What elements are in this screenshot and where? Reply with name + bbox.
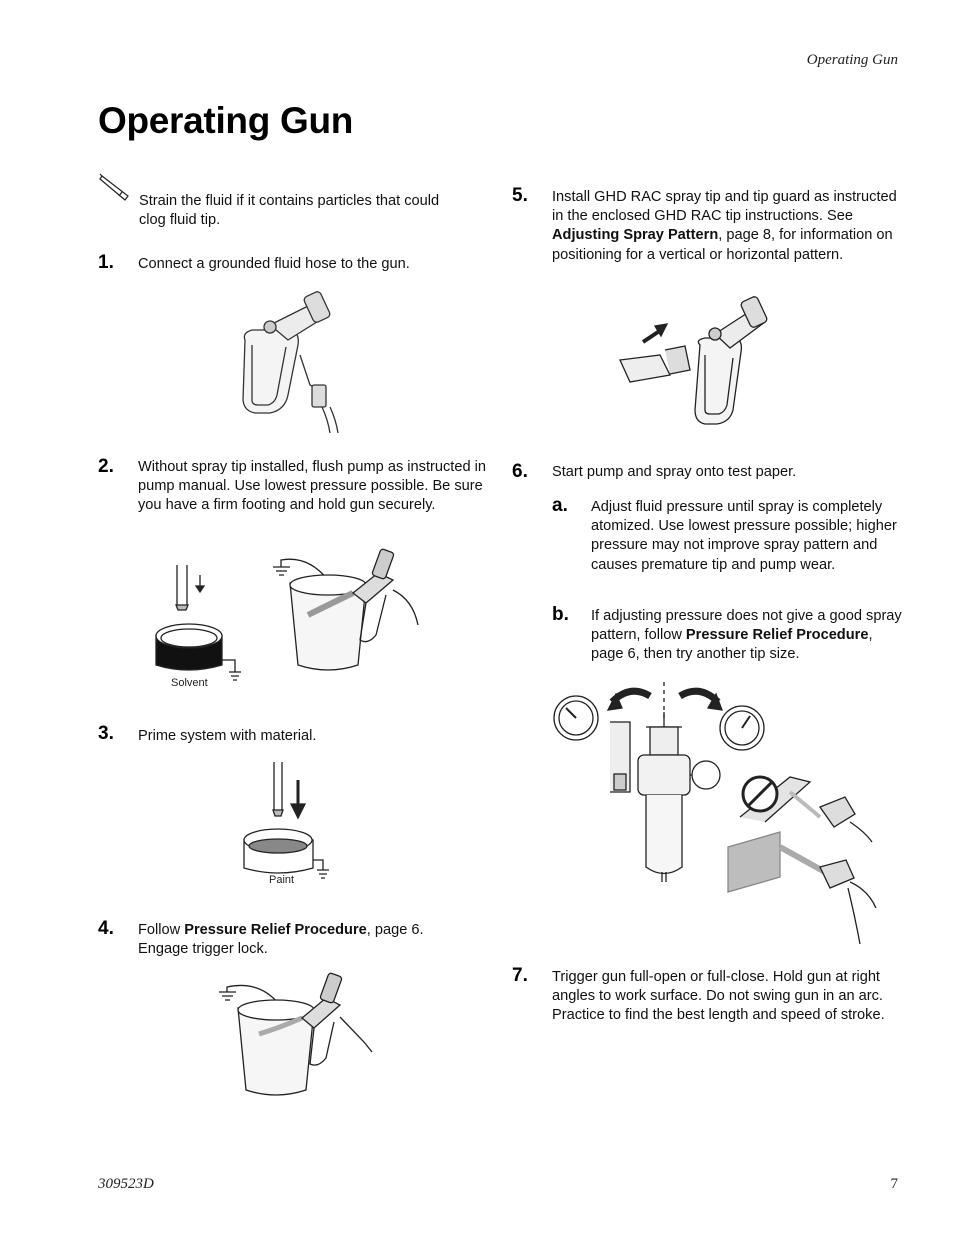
step-2-text: Without spray tip installed, flush pump … [138,459,486,514]
page-title: Operating Gun [98,100,354,141]
pencil-icon [99,173,129,201]
step-5-number: 5. [512,185,528,206]
step-4-text: Follow Pressure Relief Procedure, page 6… [138,922,424,958]
step-1-text: Connect a grounded fluid hose to the gun… [138,256,410,272]
paint-pail-illustration [243,762,329,879]
solvent-label: Solvent [171,677,208,689]
step-6b-letter: b. [552,604,569,625]
page-number: 7 [890,1176,899,1192]
paint-label: Paint [269,874,295,886]
step-6-text: Start pump and spray onto test paper. [552,464,797,480]
note-text: Strain the fluid if it contains particle… [139,193,440,229]
step-6a-letter: a. [552,495,568,516]
flush-into-bucket-illustration [273,548,419,671]
pressure-relief-bucket-illustration [219,972,373,1096]
step-6a-text: Adjust fluid pressure until spray is com… [591,499,897,573]
solvent-pail-illustration [155,565,241,681]
spray-gun-with-hose-illustration [242,291,339,434]
running-header: Operating Gun [806,52,898,68]
step-7-text: Trigger gun full-open or full-close. Hol… [552,969,885,1024]
step-6-number: 6. [512,461,528,482]
step-1-number: 1. [98,252,114,273]
tip-guard-installation-illustration [619,296,768,425]
step-2-number: 2. [98,456,114,477]
step-3-text: Prime system with material. [138,728,317,744]
step-3-number: 3. [98,723,114,744]
pressure-regulator-illustration [553,682,877,945]
step-6b-text: If adjusting pressure does not give a go… [591,608,902,663]
step-5-text: Install GHD RAC spray tip and tip guard … [552,189,897,263]
step-4-number: 4. [98,918,114,939]
document-number: 309523D [98,1176,154,1192]
step-7-number: 7. [512,965,528,986]
